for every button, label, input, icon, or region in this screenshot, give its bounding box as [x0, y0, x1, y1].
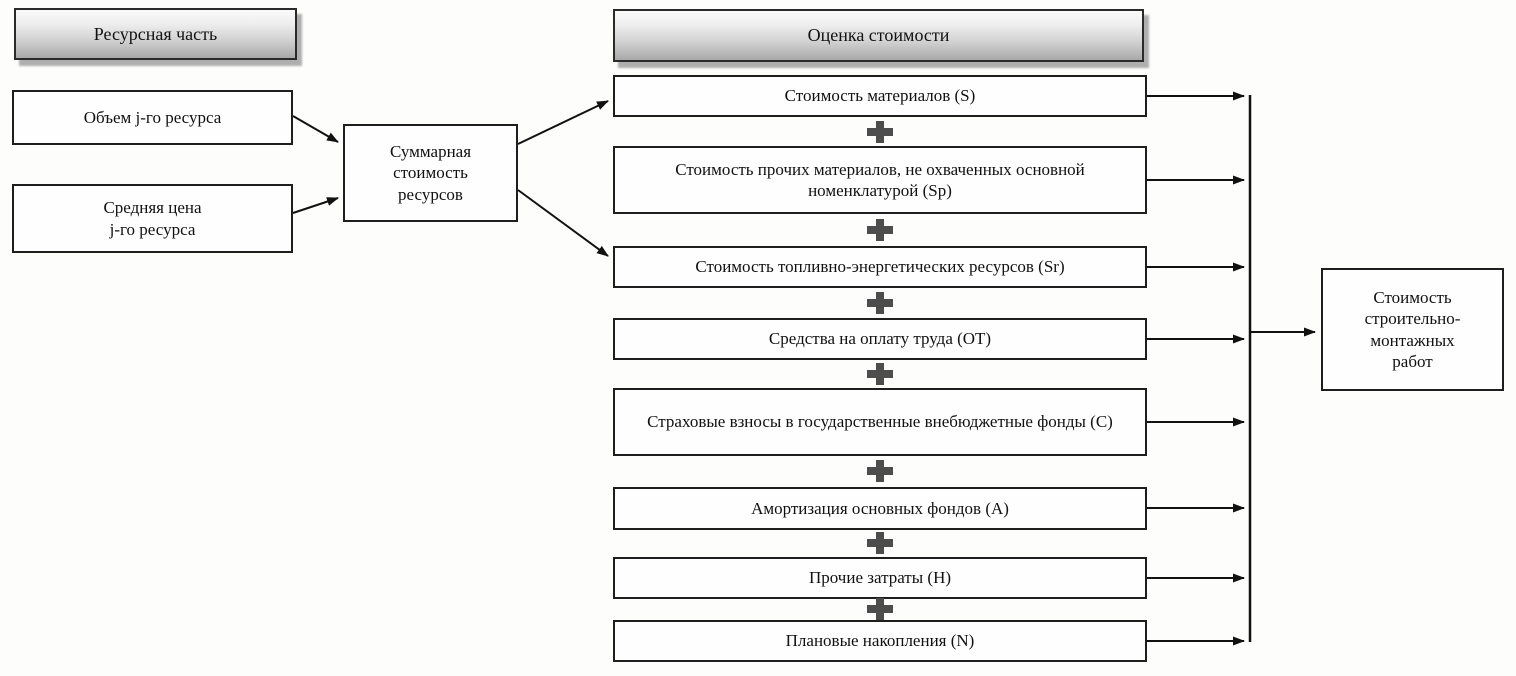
box-resource-avg-price: Средняя цена j-го ресурса: [12, 184, 293, 253]
plus-icon: [867, 219, 893, 241]
plus-icon: [867, 532, 893, 554]
box-depreciation: Амортизация основных фондов (А): [613, 487, 1147, 530]
box-total-resource-cost: Суммарная стоимость ресурсов: [343, 124, 518, 222]
header-cost-estimation: Оценка стоимости: [613, 9, 1144, 62]
box-construction-works-cost: Стоимость строительно- монтажных работ: [1321, 268, 1504, 391]
box-insurance-contributions: Страховые взносы в государственные внебю…: [613, 388, 1147, 456]
box-other-costs: Прочие затраты (Н): [613, 557, 1147, 599]
box-planned-savings: Плановые накопления (N): [613, 620, 1147, 662]
box-cost-fuel-energy: Стоимость топливно-энергетических ресурс…: [613, 246, 1147, 288]
plus-icon: [867, 460, 893, 482]
box-labor-payment: Средства на оплату труда (ОТ): [613, 318, 1147, 360]
plus-icon: [867, 598, 893, 620]
plus-icon: [867, 292, 893, 314]
box-resource-volume: Объем j-го ресурса: [12, 90, 293, 145]
header-resource-part: Ресурсная часть: [14, 8, 297, 60]
plus-icon: [867, 363, 893, 385]
box-cost-materials: Стоимость материалов (S): [613, 75, 1147, 117]
box-cost-other-materials: Стоимость прочих материалов, не охваченн…: [613, 146, 1147, 214]
plus-icon: [867, 121, 893, 143]
